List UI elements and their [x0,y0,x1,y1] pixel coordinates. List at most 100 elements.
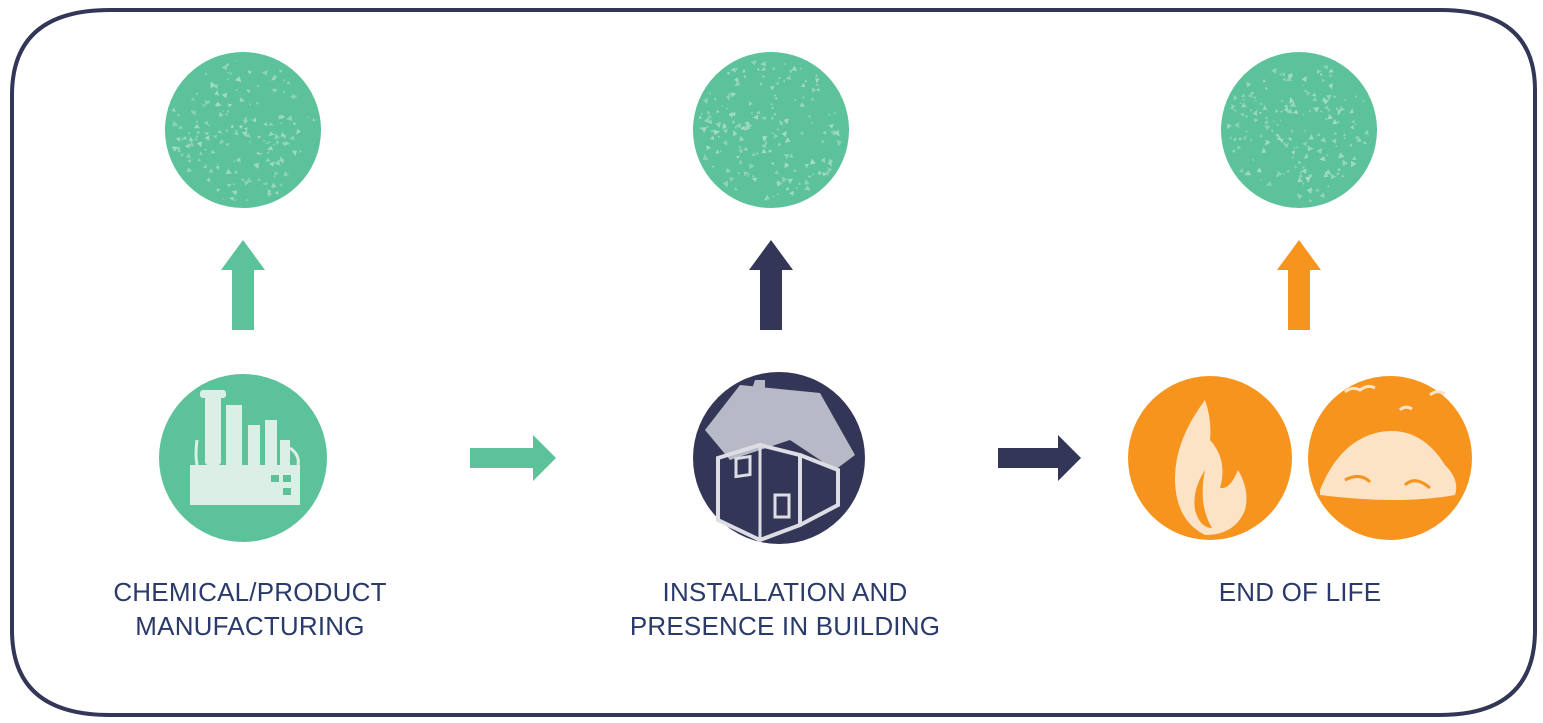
particle-speck [783,154,790,160]
particle-speck [245,132,251,138]
particle-speck [1315,187,1320,192]
particle-speck [1242,99,1245,102]
particle-speck [231,125,234,129]
particle-speck [1281,71,1286,76]
particle-speck [210,81,216,89]
particle-speck [1338,152,1345,159]
particle-speck [1239,101,1242,105]
particle-speck [256,85,260,88]
particle-speck [1282,172,1286,175]
particle-speck [771,195,775,198]
particle-speck [722,180,729,188]
particle-speck [1337,167,1342,171]
arrow-right-icon [470,435,556,481]
particle-speck [210,149,216,154]
particle-speck [224,142,230,147]
particle-speck [785,187,790,191]
particle-speck [1231,149,1236,154]
particle-speck [246,89,252,94]
particle-speck [1356,137,1362,143]
particle-speck [781,130,787,138]
particle-speck [827,161,832,167]
particle-speck [727,92,731,97]
particle-speck [810,97,815,101]
particle-speck [1319,72,1323,76]
particle-speck [1334,145,1337,148]
particle-speck [199,151,203,156]
particle-speck [273,174,276,178]
particle-speck [226,183,232,188]
particle-speck [1292,109,1299,115]
particle-speck [743,74,746,77]
diagram-frame [10,8,1537,717]
particle-speck [279,183,283,188]
particle-speck [783,80,786,83]
particle-speck [784,137,791,143]
particle-speck [1264,139,1271,146]
particle-speck [828,158,834,164]
particle-speck [769,85,775,91]
particle-speck [815,83,819,86]
particle-speck [815,78,820,84]
particle-speck [708,92,712,95]
particle-speck [299,150,302,153]
particle-speck [255,151,260,155]
particle-speck [773,94,777,97]
particle-speck [1270,129,1274,133]
particle-speck [175,137,181,142]
particle-speck [1302,166,1305,170]
particle-speck [774,96,778,100]
particle-speck [798,182,801,185]
particle-speck [229,72,233,76]
particle-speck [221,64,228,71]
particle-speck [1233,109,1237,112]
particle-speck [253,162,260,169]
particle-speck [225,113,228,116]
particle-speck [1288,137,1292,140]
particle-speck [193,123,200,129]
particle-speck [1306,187,1312,195]
particle-speck [1304,156,1307,159]
particle-speck [770,162,774,166]
particle-speck [1350,125,1354,130]
particle-speck [242,178,245,181]
particle-speck [307,116,310,119]
particle-speck [736,156,740,159]
particle-speck [231,190,238,196]
particle-speck [1319,156,1326,162]
particle-speck [1262,79,1266,83]
particle-speck [772,66,776,71]
particle-speck [1259,102,1263,106]
particle-speck [1264,120,1269,124]
particle-speck [1279,72,1282,76]
particle-speck [1264,116,1269,120]
particle-speck [802,95,805,98]
particle-speck [1364,130,1369,134]
particle-speck [761,148,767,154]
particle-speck [188,136,194,142]
particle-speck [755,152,759,155]
particle-speck [745,120,749,124]
particle-speck [778,77,781,80]
particle-speck [240,178,244,181]
particle-speck [274,159,281,166]
particle-speck [282,90,286,93]
particle-speck [1344,98,1347,102]
particle-speck [291,150,298,157]
particle-speck [789,190,795,196]
particle-speck [700,112,703,116]
particle-speck [701,127,707,133]
particle-speck [1259,178,1262,182]
particle-speck [1275,134,1280,138]
particle-speck [738,159,743,164]
particle-speck [187,158,192,163]
particle-speck [1251,91,1254,95]
particle-speck [1342,159,1348,167]
particle-speck [1309,199,1313,203]
particle-speck [241,131,248,137]
particle-speck [761,74,765,78]
particle-speck [777,142,782,146]
particle-speck [1242,135,1248,141]
particle-speck [255,102,260,106]
